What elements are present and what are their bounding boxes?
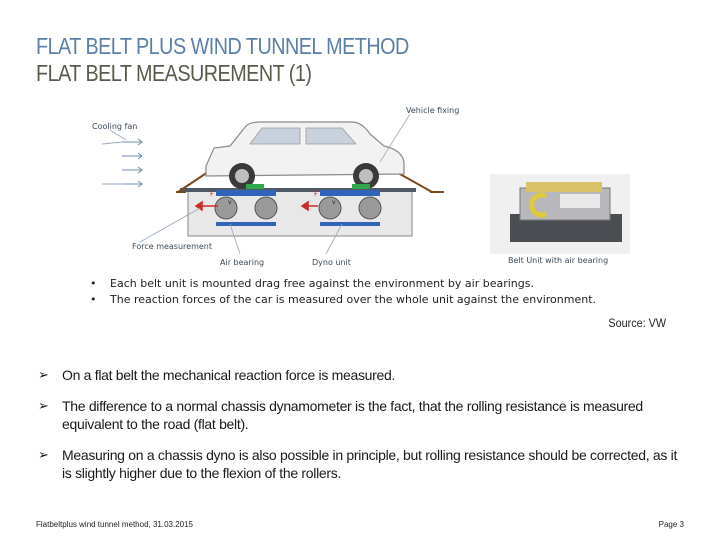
arrow-bullet-icon: ➢ xyxy=(38,367,49,382)
belt-unit-right xyxy=(318,184,382,226)
main-bullet-list: ➢ On a flat belt the mechanical reaction … xyxy=(38,366,678,495)
page-number: Page 3 xyxy=(658,520,684,529)
velocity-label-left: v xyxy=(228,199,232,206)
figure-bullet-list: Each belt unit is mounted drag free agai… xyxy=(88,276,596,308)
label-cooling-fan: Cooling fan xyxy=(92,122,138,131)
bullet-text: Measuring on a chassis dyno is also poss… xyxy=(62,447,678,481)
force-label-left: F xyxy=(210,190,214,198)
bullet-item: ➢ On a flat belt the mechanical reaction … xyxy=(38,366,678,384)
arrow-bullet-icon: ➢ xyxy=(38,447,49,462)
velocity-label-right: v xyxy=(332,199,336,206)
label-dyno-unit: Dyno unit xyxy=(312,258,351,267)
label-vehicle-fixing: Vehicle fixing xyxy=(406,106,460,115)
slide-title-line2: FLAT BELT MEASUREMENT (1) xyxy=(36,60,312,86)
force-arrows xyxy=(194,200,318,212)
flat-belt-illustration: F F v v xyxy=(101,113,630,255)
belt-unit-photo xyxy=(490,174,630,254)
car-illustration xyxy=(205,121,405,189)
leader-lines xyxy=(139,113,411,255)
bullet-text: The difference to a normal chassis dynam… xyxy=(62,398,643,432)
belt-unit-left xyxy=(214,184,278,226)
source-note: Source: VW xyxy=(608,316,666,330)
figure-bullet: Each belt unit is mounted drag free agai… xyxy=(88,276,596,292)
footer-text: Flatbeltplus wind tunnel method, 31.03.2… xyxy=(36,520,193,529)
bullet-item: ➢ Measuring on a chassis dyno is also pos… xyxy=(38,446,678,482)
bullet-text: On a flat belt the mechanical reaction f… xyxy=(62,367,396,383)
label-belt-unit: Belt Unit with air bearing xyxy=(508,256,609,265)
flat-belt-diagram: F F v v Cooling fan Vehicle fixing Force… xyxy=(80,104,680,314)
arrow-bullet-icon: ➢ xyxy=(38,398,49,413)
platform-beam xyxy=(180,188,416,192)
slide-title-line1: FLAT BELT PLUS WIND TUNNEL METHOD xyxy=(36,33,409,59)
cooling-fan-arrows xyxy=(101,138,143,188)
label-force-measurement: Force measurement xyxy=(132,242,212,251)
figure-bullet: The reaction forces of the car is measur… xyxy=(88,292,596,308)
force-label-right: F xyxy=(314,190,318,198)
label-air-bearing: Air bearing xyxy=(220,258,265,267)
bullet-item: ➢ The difference to a normal chassis dyna… xyxy=(38,397,678,433)
